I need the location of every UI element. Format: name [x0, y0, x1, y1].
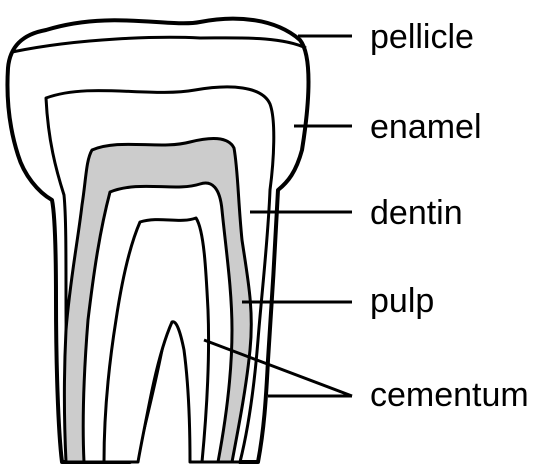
pellicle-label: pellicle: [370, 18, 474, 56]
enamel-label: enamel: [370, 108, 482, 146]
pulp-label: pulp: [370, 282, 434, 320]
cementum-label: cementum: [370, 376, 529, 414]
dentin-label: dentin: [370, 194, 463, 232]
